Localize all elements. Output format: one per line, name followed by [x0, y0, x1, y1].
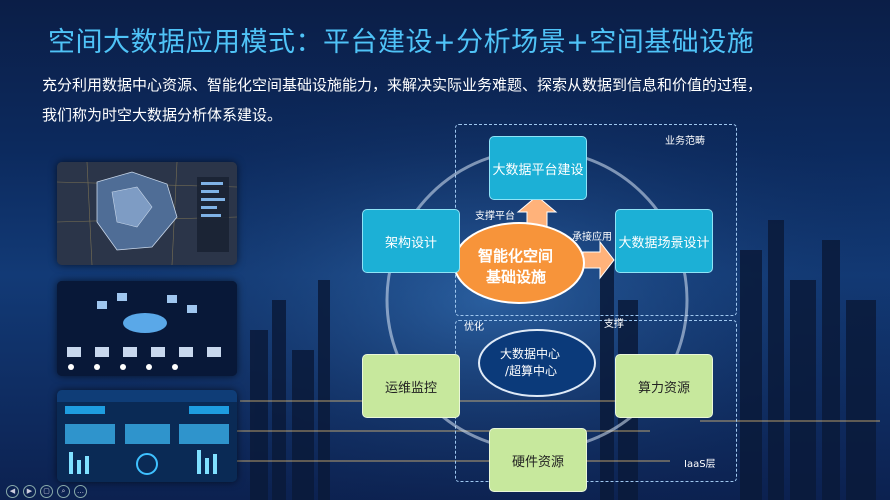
iaas-layer-label: IaaS层 [684, 459, 716, 470]
edge-optimize: 优化 [464, 322, 484, 333]
next-icon[interactable]: ▶ [23, 485, 36, 498]
core-infrastructure-line2: 基础设施 [486, 268, 547, 286]
business-scope-label: 业务范畴 [665, 136, 705, 147]
node-architecture: 架构设计 [362, 209, 460, 273]
node-hardware: 硬件资源 [489, 428, 587, 492]
edge-support: 支撑 [604, 319, 624, 330]
map-thumbnail [57, 162, 237, 265]
architecture-thumbnail [57, 281, 237, 376]
slides-icon[interactable]: ▢ [40, 485, 53, 498]
slide-controls: ◀ ▶ ▢ ⌕ … [6, 485, 87, 498]
core-infrastructure-line1: 智能化空间 [478, 247, 554, 265]
zoom-icon[interactable]: ⌕ [57, 485, 70, 498]
description-line-1: 充分利用数据中心资源、智能化空间基础设施能力，来解决实际业务难题、探索从数据到信… [42, 76, 763, 94]
more-icon[interactable]: … [74, 485, 87, 498]
page-title: 空间大数据应用模式：平台建设+分析场景+空间基础设施 [48, 27, 755, 58]
node-operations: 运维监控 [362, 354, 460, 418]
prev-icon[interactable]: ◀ [6, 485, 19, 498]
description-line-2: 我们称为时空大数据分析体系建设。 [42, 106, 283, 124]
node-platform: 大数据平台建设 [489, 136, 587, 200]
datacenter-line2: /超算中心 [505, 364, 558, 378]
node-scene: 大数据场景设计 [615, 209, 713, 273]
node-compute: 算力资源 [615, 354, 713, 418]
dashboard-thumbnail [57, 390, 237, 482]
edge-carry-app: 承接应用 [572, 232, 612, 243]
datacenter-line1: 大数据中心 [500, 347, 561, 361]
edge-support-platform: 支撑平台 [475, 211, 515, 222]
